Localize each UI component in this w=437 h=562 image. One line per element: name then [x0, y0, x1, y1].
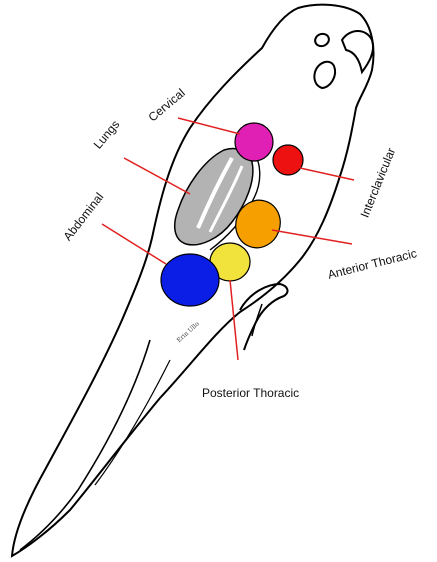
interclavicular-leader-line	[300, 168, 354, 180]
posterior-thoracic-label: Posterior Thoracic	[202, 386, 299, 400]
foot	[240, 284, 287, 350]
tail-inner-line	[20, 340, 150, 550]
cheek-patch	[314, 62, 335, 88]
beak	[342, 31, 373, 72]
cervical-air-sac	[235, 123, 273, 161]
abdominal-air-sac	[161, 254, 219, 306]
foot-toe	[252, 304, 262, 336]
interclavicular-air-sac	[273, 145, 303, 175]
lungs-leader-line	[124, 158, 190, 194]
eye	[313, 32, 330, 48]
abdominal-leader-line	[102, 224, 166, 264]
